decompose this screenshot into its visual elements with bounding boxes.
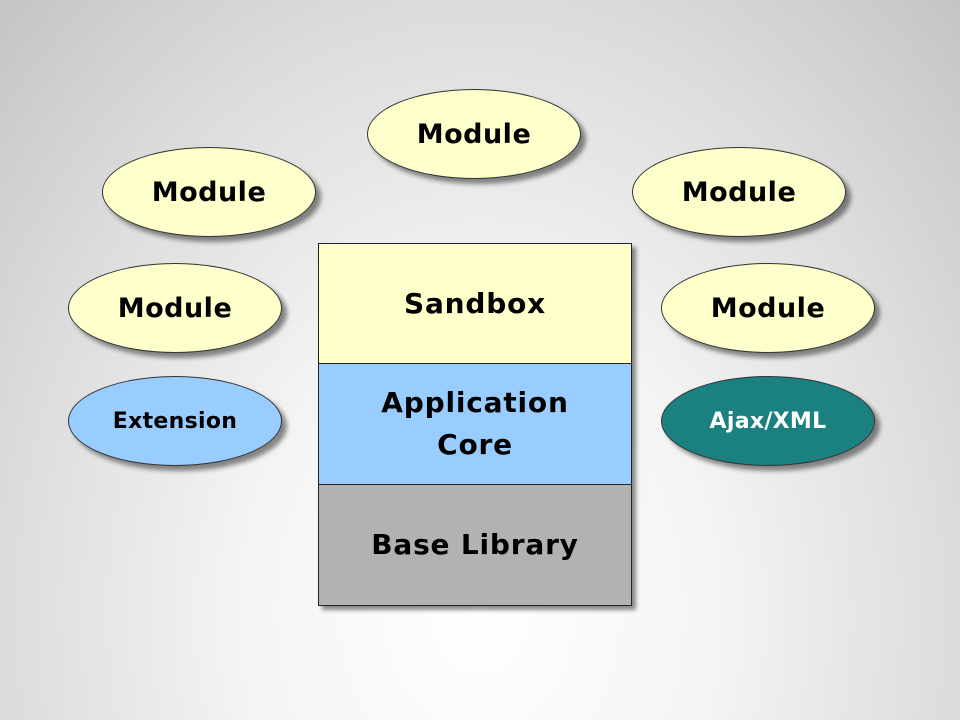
architecture-stack: Sandbox Application Core Base Library: [318, 243, 632, 606]
application-core-line2: Core: [437, 428, 513, 461]
application-core-line1: Application: [381, 386, 569, 419]
application-core-layer: Application Core: [319, 364, 631, 485]
module-upper-right: Module: [632, 147, 846, 237]
module-mid-left-label: Module: [117, 292, 233, 324]
base-library-layer: Base Library: [319, 485, 631, 605]
module-mid-right: Module: [661, 263, 875, 353]
module-top: Module: [367, 89, 581, 179]
extension-label: Extension: [112, 408, 238, 434]
ajax-xml-oval: Ajax/XML: [661, 376, 875, 466]
sandbox-label: Sandbox: [404, 286, 546, 320]
module-top-label: Module: [416, 118, 532, 150]
extension-oval: Extension: [68, 376, 282, 466]
application-core-label: Application Core: [381, 382, 568, 466]
module-upper-left: Module: [102, 147, 316, 237]
sandbox-layer: Sandbox: [319, 244, 631, 364]
module-upper-left-label: Module: [151, 176, 267, 208]
ajax-xml-label: Ajax/XML: [709, 408, 827, 434]
module-mid-right-label: Module: [710, 292, 826, 324]
base-library-label: Base Library: [371, 528, 579, 561]
module-mid-left: Module: [68, 263, 282, 353]
module-upper-right-label: Module: [681, 176, 797, 208]
